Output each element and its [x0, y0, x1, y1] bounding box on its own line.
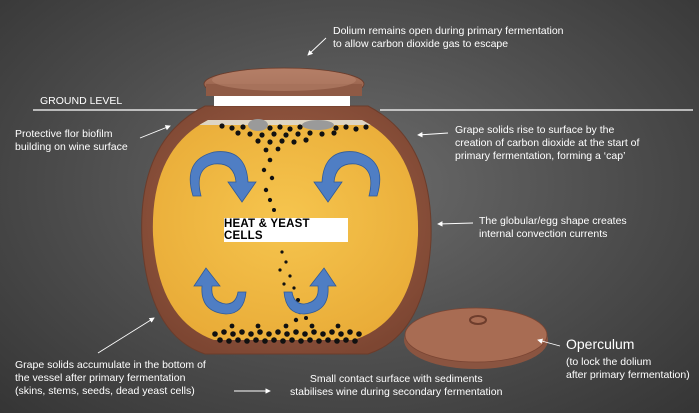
flor-biofilm [152, 120, 419, 125]
convection-arrows [189, 151, 381, 315]
pointer-dolium-open [307, 37, 327, 56]
operculum-title: Operculum [566, 336, 635, 352]
vessel-opening [214, 96, 350, 106]
convection-arrow-top-left [189, 151, 257, 203]
pointer-convection [437, 221, 474, 227]
cap-solid-grey-right [302, 120, 334, 130]
convection-arrow-bottom-left [193, 267, 247, 315]
lid-top-face [212, 69, 356, 91]
operculum-handle [469, 315, 487, 325]
ground-level-label: GROUND LEVEL [40, 95, 123, 107]
convection-arrow-bottom-right [283, 267, 337, 315]
dolium-open-label: Dolium remains open during primary ferme… [333, 25, 564, 50]
pointer-accumulate [97, 317, 155, 354]
cap-solids [219, 123, 369, 212]
pointer-cap [417, 132, 449, 138]
flor-biofilm-label: Protective flor biofilm building on wine… [15, 128, 128, 153]
heat-yeast-box: HEAT & YEAST CELLS [224, 218, 348, 242]
operculum-lid [404, 307, 548, 363]
bottom-sediment [212, 323, 362, 344]
cap-label: Grape solids rise to surface by the crea… [455, 124, 640, 162]
pointer-flor [139, 125, 171, 139]
convection-arrow-top-right [313, 151, 381, 203]
sediment-accumulate-label: Grape solids accumulate in the bottom of… [15, 359, 206, 397]
convection-label: The globular/egg shape creates internal … [479, 215, 627, 240]
contact-surface-label: Small contact surface with sediments sta… [290, 373, 503, 398]
cap-solid-grey-left [248, 119, 268, 131]
operculum-description: (to lock the dolium after primary fermen… [566, 356, 690, 381]
pointer-operculum [537, 338, 561, 347]
